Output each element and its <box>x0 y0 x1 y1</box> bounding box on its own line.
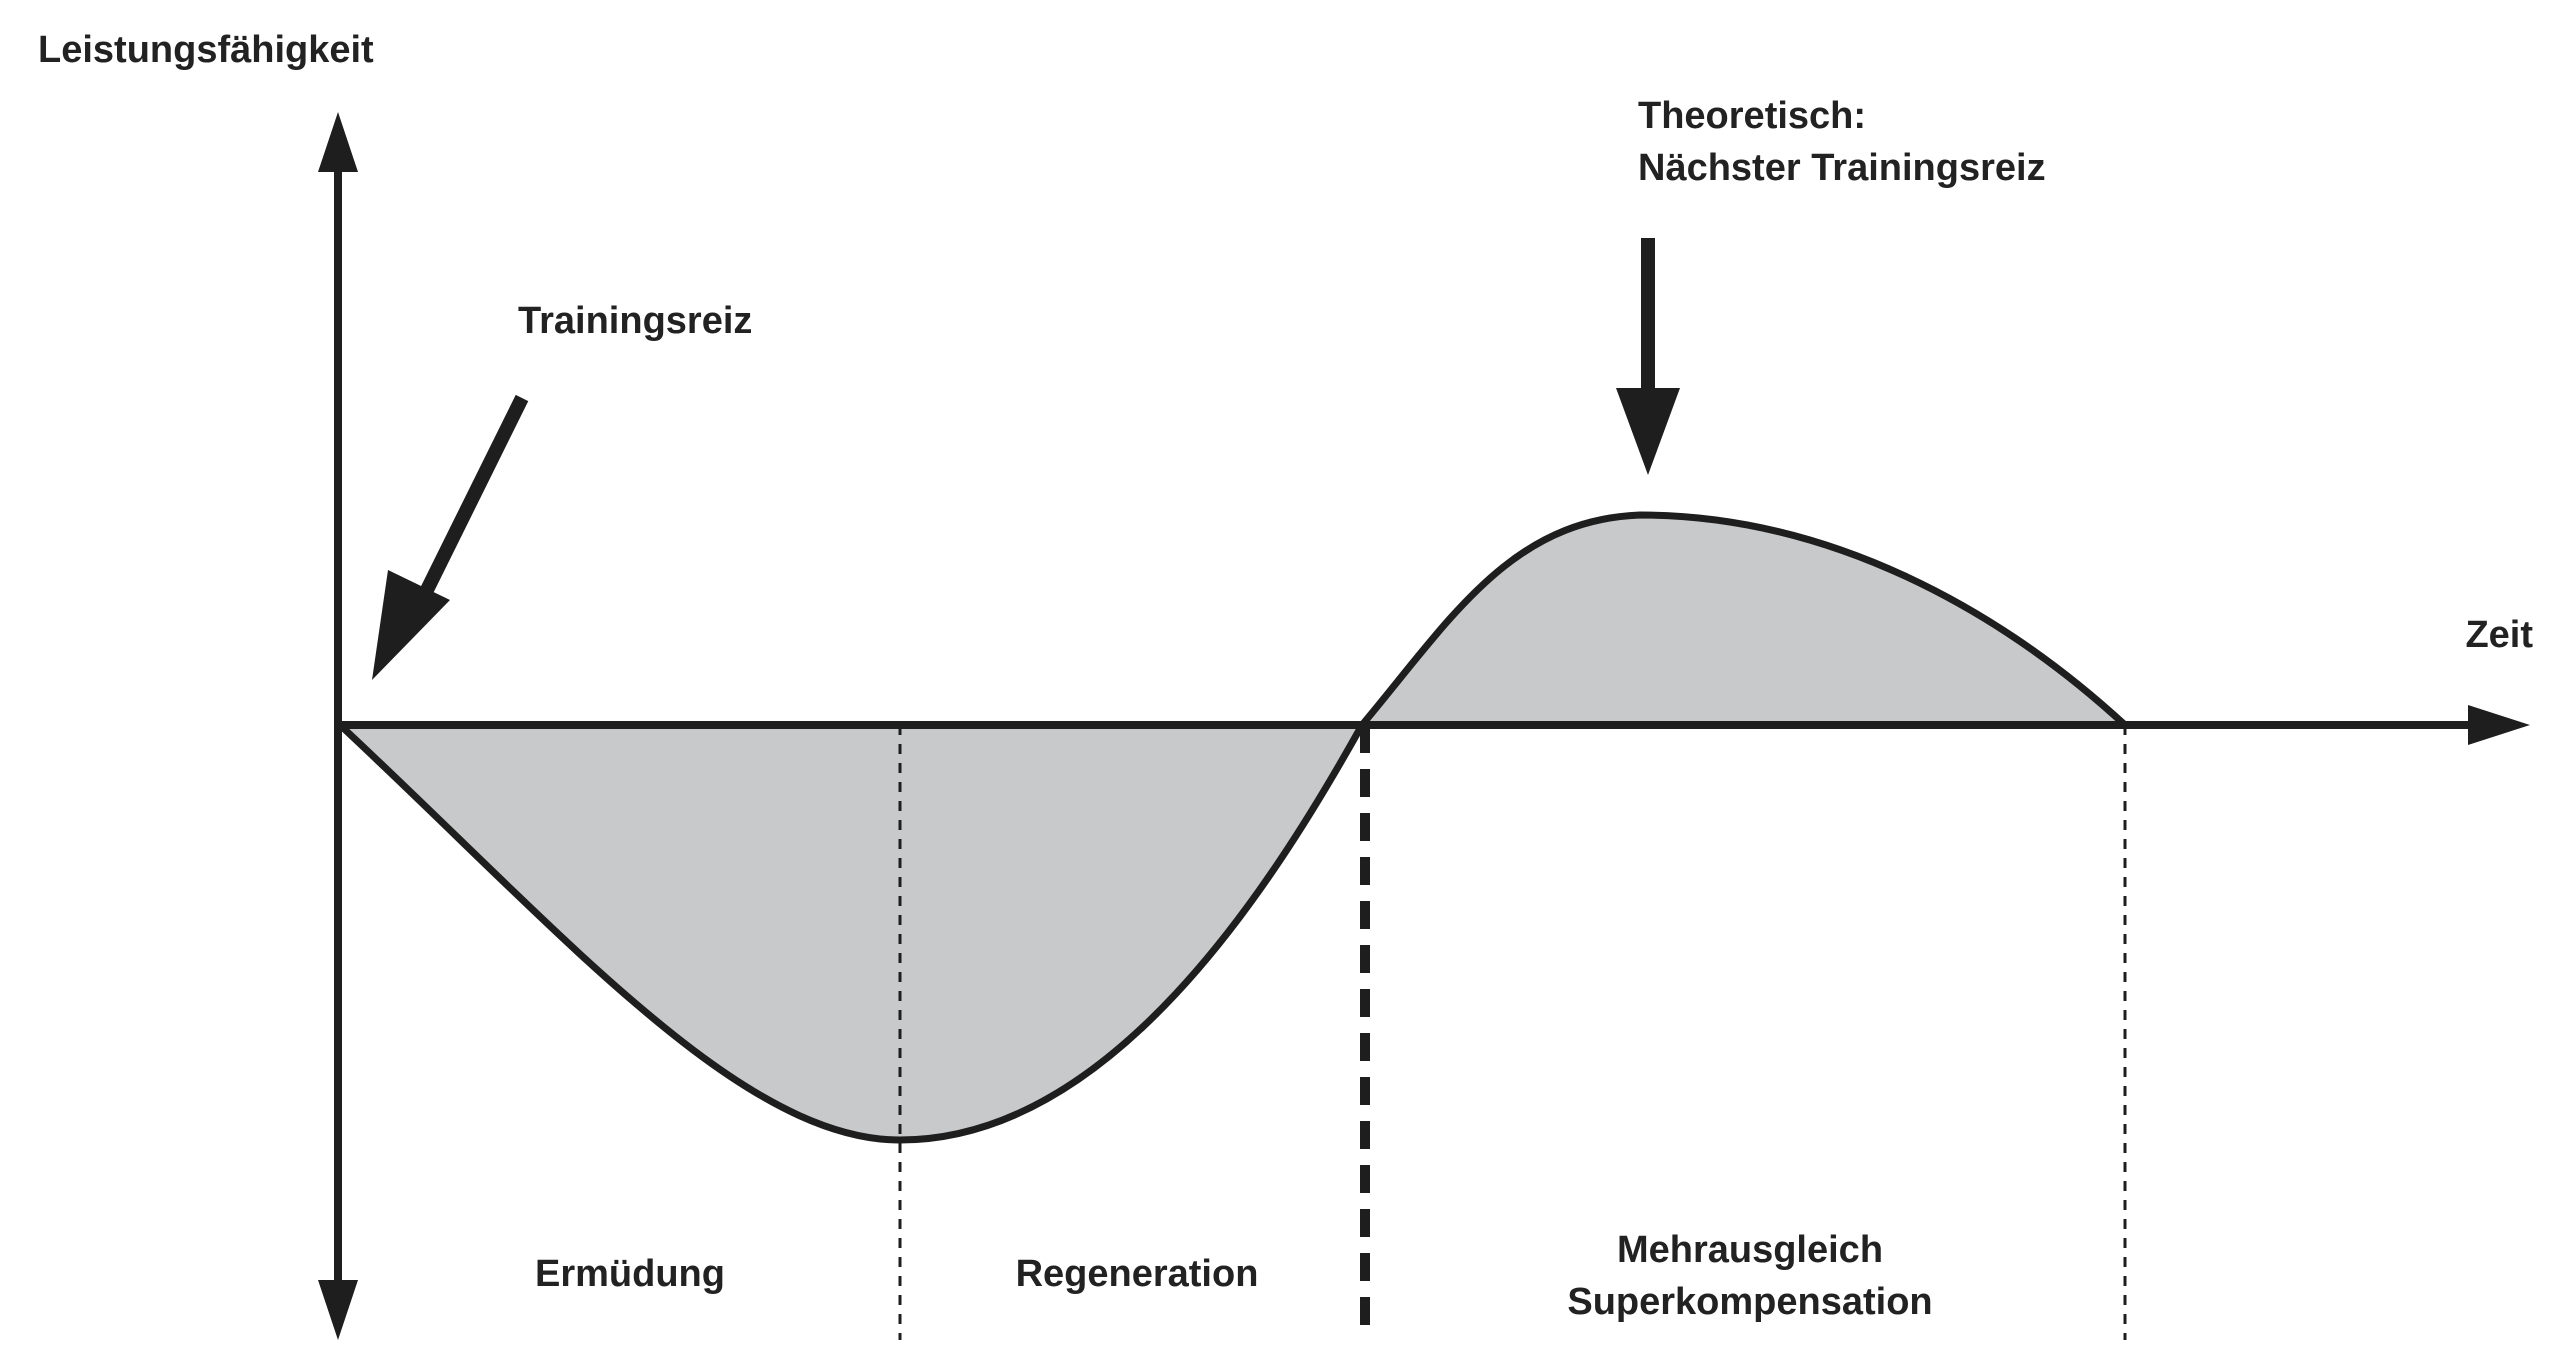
phase-label-regeneration: Regeneration <box>1016 1253 1259 1295</box>
phase-label-supercompensation-line2: Superkompensation <box>1567 1281 1932 1323</box>
y-axis-arrow-up-icon <box>318 112 358 172</box>
x-axis-arrow-icon <box>2468 705 2530 745</box>
stimulus-arrow-shaft <box>415 394 529 604</box>
phase-label-fatigue: Ermüdung <box>535 1253 725 1295</box>
x-axis-label: Zeit <box>2465 614 2533 656</box>
stimulus-arrow-icon <box>372 570 450 680</box>
y-axis-arrow-down-icon <box>318 1280 358 1340</box>
performance-curve <box>337 511 2128 1144</box>
next-stimulus-label-line2: Nächster Trainingsreiz <box>1638 147 2046 189</box>
supercompensation-area <box>1362 515 2125 725</box>
stimulus-label: Trainingsreiz <box>518 300 752 342</box>
next-stimulus-label-line1: Theoretisch: <box>1638 95 1866 137</box>
y-axis-label: Leistungsfähigkeit <box>38 29 374 71</box>
fatigue-regeneration-area <box>340 725 1362 1140</box>
next-stimulus-arrow-icon <box>1616 388 1680 475</box>
phase-label-supercompensation-line1: Mehrausgleich <box>1617 1229 1883 1271</box>
